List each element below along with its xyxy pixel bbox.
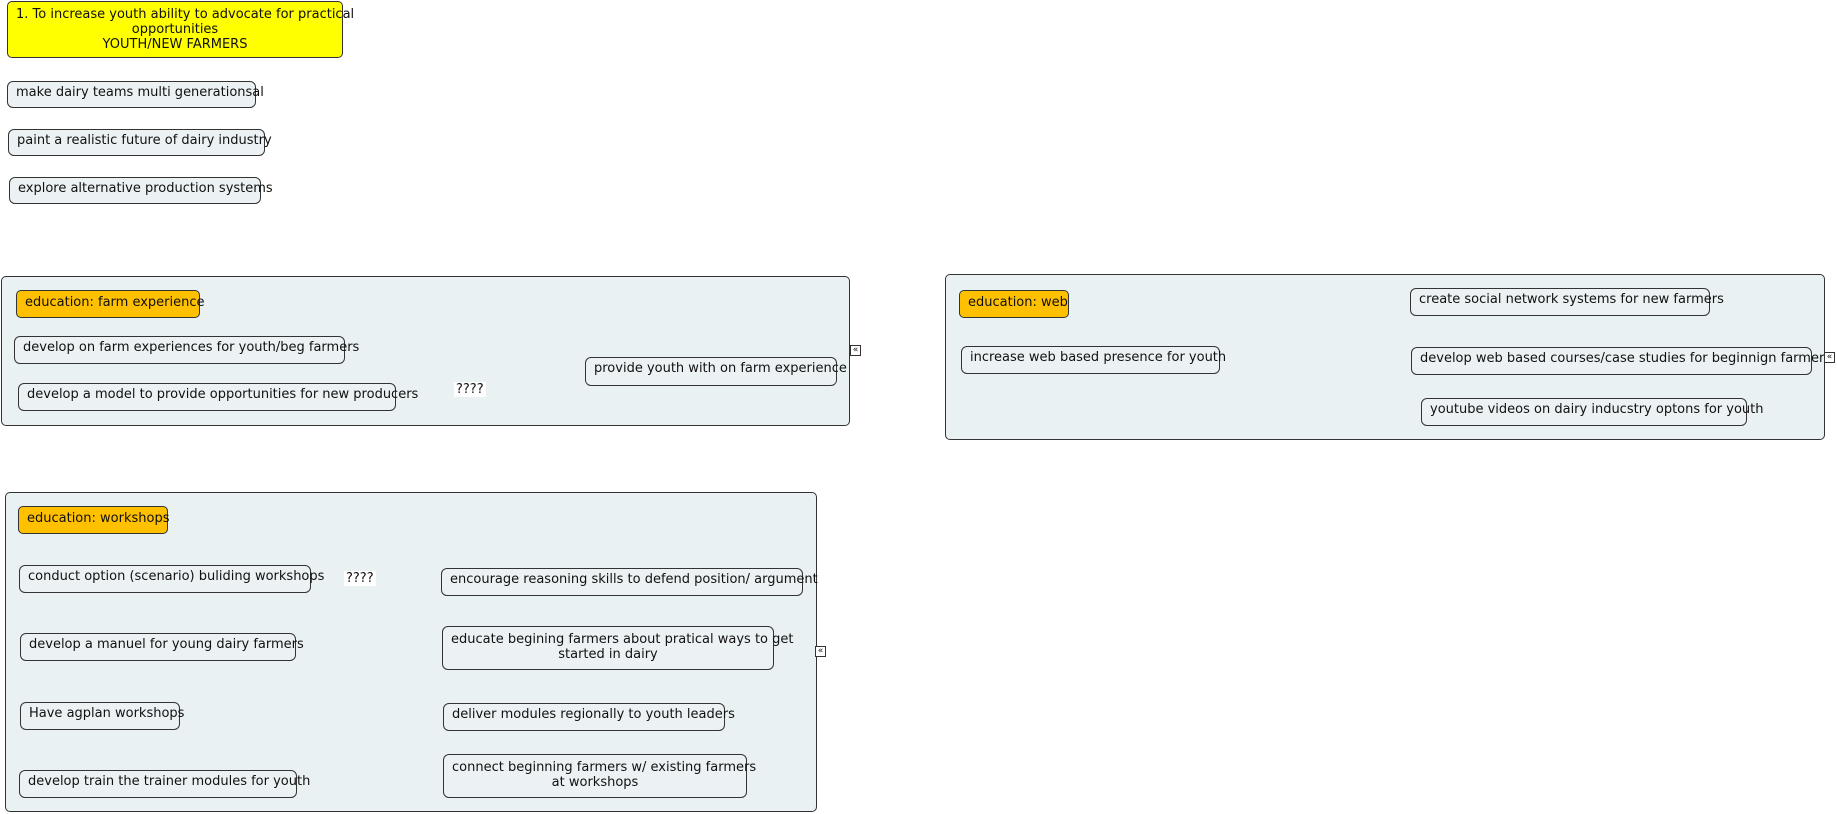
goal-node[interactable]: 1. To increase youth ability to advocate… (7, 1, 355, 58)
node-label: create social network systems for new fa… (1419, 292, 1724, 307)
link-label-unknown: ???? (344, 571, 376, 586)
node-label-line-2: started in dairy (558, 647, 658, 662)
node-web-presence[interactable]: increase web based presence for youth (961, 346, 1226, 374)
node-label-line-2: at workshops (551, 775, 639, 790)
node-alternative-systems[interactable]: explore alternative production systems (9, 177, 273, 204)
node-label: provide youth with on farm experience (594, 361, 847, 376)
node-label: deliver modules regionally to youth lead… (452, 707, 735, 722)
tag-workshops[interactable]: education: workshops (18, 506, 170, 534)
node-social-network[interactable]: create social network systems for new fa… (1410, 288, 1724, 316)
node-realistic-future[interactable]: paint a realistic future of dairy indust… (8, 129, 272, 156)
node-educate-beginning-farmers[interactable]: educate begining farmers about pratical … (442, 626, 794, 670)
goal-line-1: 1. To increase youth ability to advocate… (16, 7, 355, 22)
node-label: Have agplan workshops (29, 706, 185, 721)
node-label: develop web based courses/case studies f… (1420, 351, 1832, 366)
node-label: develop a model to provide opportunities… (27, 387, 419, 402)
node-label: develop on farm experiences for youth/be… (23, 340, 360, 355)
node-label: develop a manuel for young dairy farmers (29, 637, 304, 652)
node-provide-experience[interactable]: provide youth with on farm experience (585, 357, 847, 386)
node-develop-experiences[interactable]: develop on farm experiences for youth/be… (14, 336, 359, 364)
goal-line-3: YOUTH/NEW FARMERS (102, 37, 248, 52)
node-reasoning-skills[interactable]: encourage reasoning skills to defend pos… (441, 568, 818, 596)
collapse-icon[interactable]: « (815, 646, 826, 657)
tag-farm-experience[interactable]: education: farm experience (16, 290, 205, 318)
collapse-icon[interactable]: « (850, 345, 861, 356)
node-label-line-1: educate begining farmers about pratical … (451, 632, 794, 647)
node-train-the-trainer[interactable]: develop train the trainer modules for yo… (19, 770, 310, 798)
node-label-line-1: connect beginning farmers w/ existing fa… (452, 760, 757, 775)
node-label: paint a realistic future of dairy indust… (17, 133, 272, 148)
node-label: make dairy teams multi generationsal (16, 85, 264, 100)
collapse-icon[interactable]: « (1824, 352, 1835, 363)
node-label: develop train the trainer modules for yo… (28, 774, 311, 789)
node-agplan-workshops[interactable]: Have agplan workshops (20, 702, 184, 730)
node-label: increase web based presence for youth (970, 350, 1227, 365)
node-deliver-modules[interactable]: deliver modules regionally to youth lead… (443, 703, 735, 731)
tag-label: education: web (968, 295, 1068, 310)
node-youtube-videos[interactable]: youtube videos on dairy inducstry optons… (1421, 398, 1764, 426)
link-label-unknown: ???? (454, 382, 486, 397)
tag-label: education: farm experience (25, 295, 205, 310)
node-label: explore alternative production systems (18, 181, 273, 196)
tag-label: education: workshops (27, 511, 170, 526)
node-label: encourage reasoning skills to defend pos… (450, 572, 818, 587)
node-scenario-workshops[interactable]: conduct option (scenario) buliding works… (19, 565, 324, 593)
tag-web[interactable]: education: web (959, 290, 1069, 318)
node-develop-model[interactable]: develop a model to provide opportunities… (18, 383, 418, 411)
node-dairy-manuel[interactable]: develop a manuel for young dairy farmers (20, 633, 304, 661)
node-label: youtube videos on dairy inducstry optons… (1430, 402, 1764, 417)
node-web-courses[interactable]: develop web based courses/case studies f… (1411, 347, 1831, 375)
node-connect-beginning-farmers[interactable]: connect beginning farmers w/ existing fa… (443, 754, 757, 798)
goal-line-2: opportunities (131, 22, 219, 37)
node-multi-generational[interactable]: make dairy teams multi generationsal (7, 81, 264, 108)
node-label: conduct option (scenario) buliding works… (28, 569, 325, 584)
